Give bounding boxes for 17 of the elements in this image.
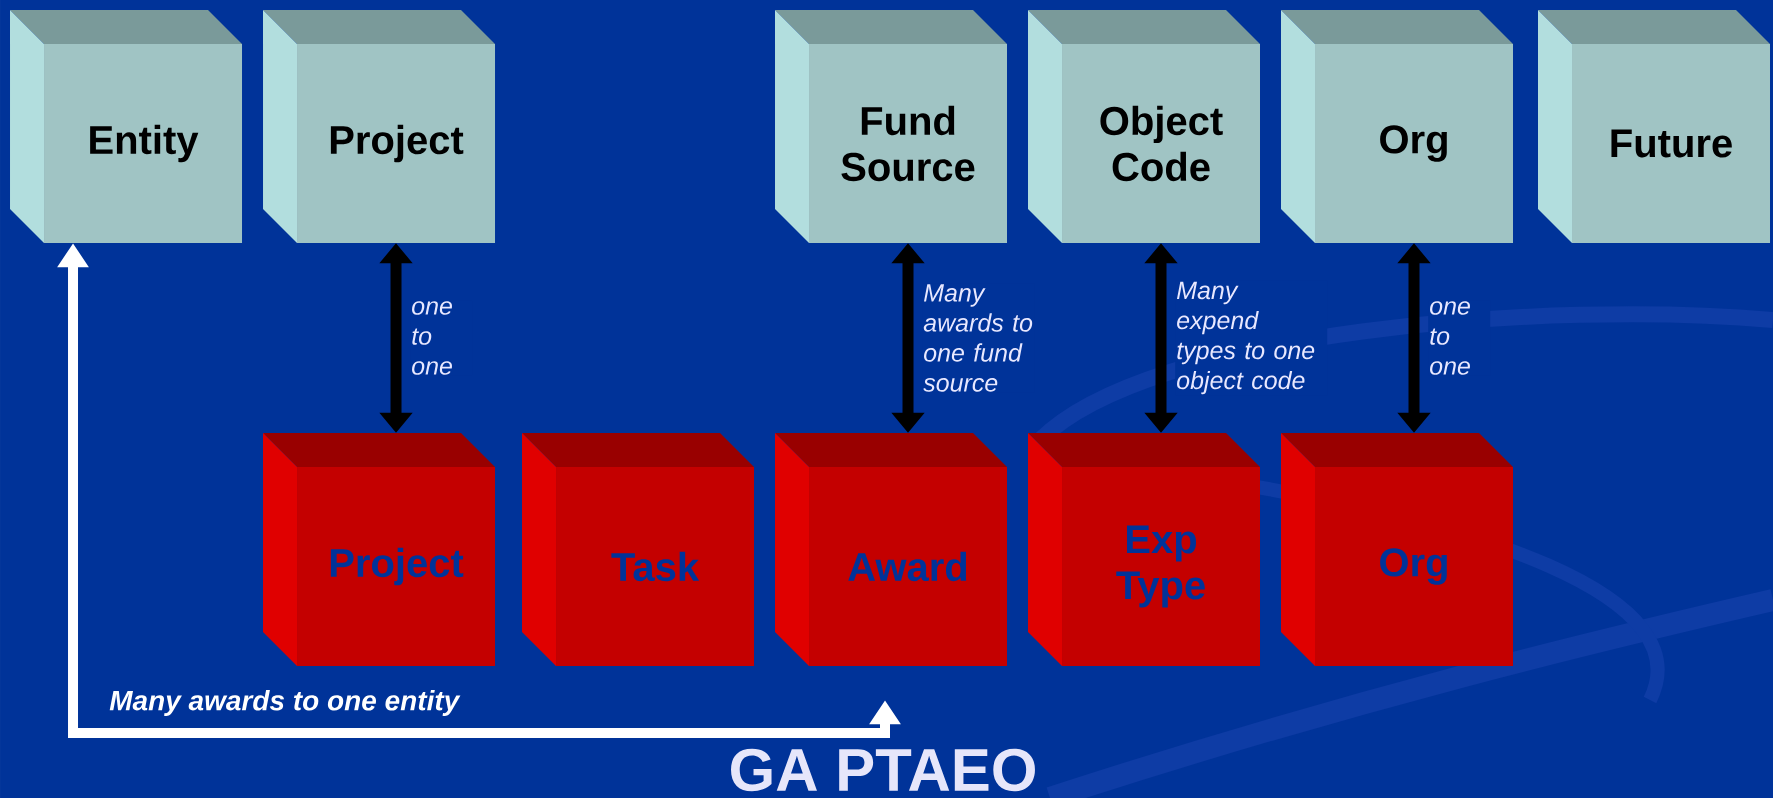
caption: GA PTAEO (731, 748, 1035, 792)
topic-cube: Org (1281, 10, 1513, 243)
segment-cube: Task (522, 433, 754, 666)
segment-cube: Project (263, 433, 495, 666)
topic-cube: Future (1538, 10, 1770, 243)
segment-cube: Exp Type (1028, 433, 1260, 666)
segment-cube: Award (775, 433, 1007, 666)
topic-cube: Entity (10, 10, 242, 243)
edge-label: one to one (1428, 300, 1491, 376)
edge-label: Many awards to one entity (109, 689, 461, 717)
edge-label: Many awards to one fund source (922, 283, 1035, 393)
edge-label: one to one (410, 300, 473, 376)
topic-cube: Fund Source (775, 10, 1007, 243)
topic-cube: Object Code (1028, 10, 1260, 243)
topic-cube: Project (263, 10, 495, 243)
segment-cube: Org (1281, 433, 1513, 666)
edge-label: Many expend types to one object code (1175, 280, 1328, 396)
